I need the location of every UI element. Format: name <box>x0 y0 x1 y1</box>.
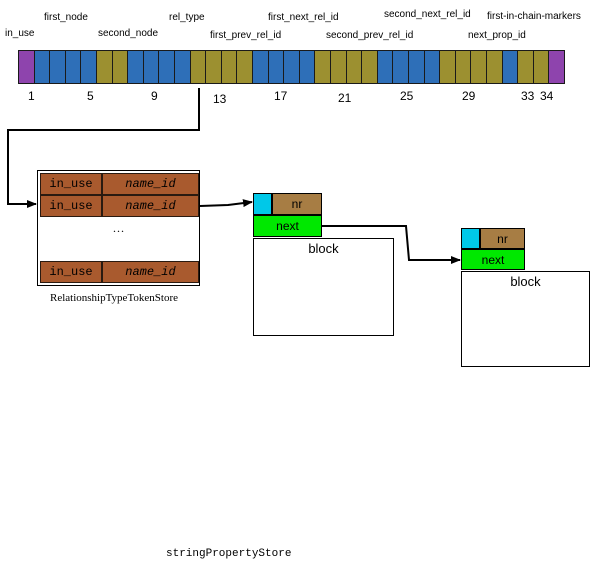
field-label-second-prev-rel-id: second_prev_rel_id <box>326 30 414 41</box>
record-byte-cell <box>298 50 316 84</box>
block-2-label: block <box>510 274 541 289</box>
field-label-second-node: second_node <box>98 28 159 39</box>
record-byte-cell <box>454 50 472 84</box>
record-byte-cell <box>486 50 503 84</box>
rt-in-use-cell: in_use <box>40 173 102 195</box>
block-1-in-use-cell <box>253 193 272 215</box>
record-byte-cell <box>142 50 160 84</box>
rt-store-row: in_use name_id <box>40 261 199 283</box>
byte-index-1: 1 <box>28 89 35 103</box>
byte-index-33: 33 <box>521 89 535 103</box>
record-byte-cell <box>220 50 238 84</box>
block-2-in-use-cell <box>461 228 480 249</box>
rel-type-pointer-arrow <box>7 88 200 208</box>
rt-store-row: in_use name_id <box>40 195 199 217</box>
record-byte-cell <box>439 50 456 84</box>
field-label-second-next-rel-id: second_next_rel_id <box>384 9 471 20</box>
record-byte-cell <box>361 50 378 84</box>
record-byte-cell <box>80 50 97 84</box>
field-label-rel-type: rel_type <box>169 12 205 23</box>
record-byte-cell <box>267 50 285 84</box>
record-byte-cell <box>376 50 394 84</box>
rt-to-block-arrow <box>199 199 253 208</box>
rt-name-id-cell: name_id <box>102 195 199 217</box>
record-byte-cell <box>33 50 51 84</box>
record-byte-cell <box>18 50 35 84</box>
rt-store-ellipsis: … <box>112 221 125 235</box>
field-label-in-use: in_use <box>5 28 35 39</box>
record-byte-cell <box>283 50 300 84</box>
byte-index-17: 17 <box>274 89 288 103</box>
record-byte-cell <box>532 50 550 84</box>
record-byte-cell <box>345 50 363 84</box>
record-byte-cell <box>205 50 222 84</box>
byte-index-29: 29 <box>462 89 476 103</box>
byte-index-34: 34 <box>540 89 554 103</box>
record-byte-cell <box>314 50 331 84</box>
record-byte-cell <box>392 50 409 84</box>
record-byte-cell <box>96 50 113 84</box>
rt-in-use-cell: in_use <box>40 261 102 283</box>
record-byte-cell <box>158 50 175 84</box>
string-property-store-caption: stringPropertyStore <box>166 548 292 560</box>
byte-index-13: 13 <box>213 92 227 106</box>
field-label-first-next-rel-id: first_next_rel_id <box>268 12 339 23</box>
block-1-label: block <box>308 241 339 256</box>
byte-index-9: 9 <box>151 89 158 103</box>
byte-index-21: 21 <box>338 91 352 105</box>
next-pointer-arrow <box>322 225 461 264</box>
byte-index-5: 5 <box>87 89 94 103</box>
record-byte-cell <box>189 50 207 84</box>
field-label-next-prop-id: next_prop_id <box>468 30 526 41</box>
block-2-data-area: block <box>461 271 590 367</box>
block-1-nr-cell: nr <box>272 193 322 215</box>
record-byte-cell <box>548 50 565 84</box>
field-label-first-prev-rel-id: first_prev_rel_id <box>210 30 282 41</box>
field-label-first-node: first_node <box>44 12 88 23</box>
record-byte-cell <box>174 50 191 84</box>
rt-name-id-cell: name_id <box>102 173 199 195</box>
record-byte-cell <box>64 50 82 84</box>
byte-index-25: 25 <box>400 89 414 103</box>
record-byte-cell <box>49 50 66 84</box>
record-byte-cell <box>252 50 269 84</box>
record-byte-cell <box>501 50 519 84</box>
record-byte-cell <box>111 50 129 84</box>
rt-name-id-cell: name_id <box>102 261 199 283</box>
record-byte-cell <box>127 50 144 84</box>
record-byte-cell <box>408 50 425 84</box>
record-byte-cell <box>470 50 487 84</box>
relationship-type-token-store: in_use name_id in_use name_id … in_use n… <box>37 170 200 286</box>
record-byte-cell <box>236 50 253 84</box>
block-1-data-area: block <box>253 238 394 336</box>
block-2-nr-cell: nr <box>480 228 525 249</box>
rt-store-row: in_use name_id <box>40 173 199 195</box>
rt-in-use-cell: in_use <box>40 195 102 217</box>
block-2-next-cell: next <box>461 249 525 270</box>
record-byte-cell <box>517 50 534 84</box>
record-byte-cell <box>423 50 441 84</box>
field-label-first-in-chain-markers: first-in-chain-markers <box>487 11 581 22</box>
record-byte-cell <box>330 50 347 84</box>
relationship-type-store-caption: RelationshipTypeTokenStore <box>50 292 178 304</box>
block-1-next-cell: next <box>253 215 322 237</box>
